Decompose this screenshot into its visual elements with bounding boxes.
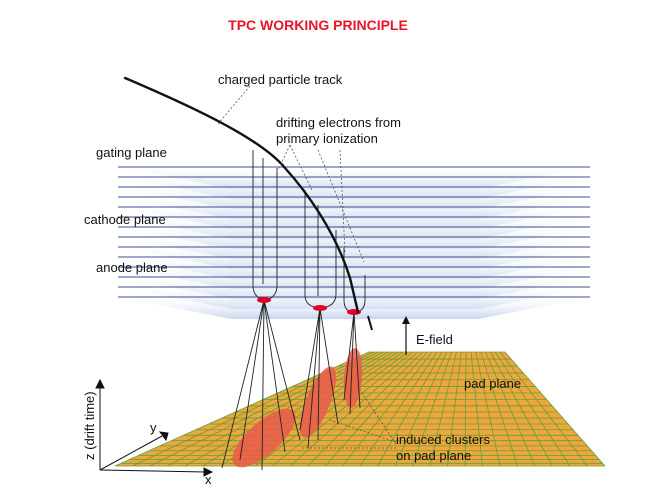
pad-column-line (289, 351, 418, 467)
pad-column-line (485, 351, 536, 467)
drift-leader (289, 144, 313, 191)
label-track: charged particle track (218, 72, 343, 87)
amp-dot (313, 305, 327, 311)
coordinate-axes (95, 378, 214, 477)
particle-track (123, 76, 360, 314)
track-continuation (367, 315, 373, 331)
signal-lines (343, 311, 361, 415)
pad-column-line (324, 351, 428, 467)
x-axis-line (99, 469, 207, 473)
label-cathode-plane: cathode plane (84, 212, 166, 227)
z-axis-arrowhead (95, 378, 105, 389)
label-y-axis: y (150, 420, 157, 435)
pad-column-line (490, 351, 553, 467)
label-pad-plane: pad plane (464, 376, 521, 391)
pad-column-line (429, 351, 457, 467)
signal-lines (221, 299, 301, 471)
efield-arrow (402, 316, 410, 355)
pad-column-line (464, 351, 467, 467)
cluster-leader (329, 419, 397, 443)
label-anode-plane: anode plane (96, 260, 168, 275)
label-drift-2: primary ionization (276, 131, 378, 146)
drift-leader (339, 149, 346, 253)
cluster-leader (359, 389, 397, 445)
cluster-blob (232, 408, 296, 468)
pad-column-line (494, 351, 571, 467)
drift-leader (317, 149, 365, 263)
pad-plane-area (115, 352, 605, 466)
label-induced-2: on pad plane (396, 448, 471, 463)
label-efield: E-field (416, 332, 453, 347)
leader-lines (217, 85, 397, 449)
drift-leader (277, 144, 291, 171)
pad-column-line (412, 351, 452, 467)
pad-column-line (394, 351, 448, 467)
pad-column-line (272, 351, 413, 467)
label-x-axis: x (205, 472, 212, 486)
pad-column-line (149, 351, 379, 467)
y-axis-line (99, 435, 163, 471)
label-drift-1: drifting electrons from (276, 115, 401, 130)
diagram-title: TPC WORKING PRINCIPLE (228, 17, 408, 33)
cluster-blob (299, 366, 337, 438)
induced-clusters (232, 348, 363, 468)
amp-dot (257, 297, 271, 303)
label-z-axis: z (drift time) (82, 391, 97, 460)
pad-column-line (470, 351, 483, 467)
label-induced-1: induced clusters (396, 432, 490, 447)
pad-column-line (254, 351, 409, 467)
track-leader (217, 85, 251, 125)
pad-column-line (359, 351, 438, 467)
pad-column-line (342, 351, 433, 467)
chamber-planes (118, 166, 590, 319)
pad-column-line (447, 351, 462, 467)
plane-slab (118, 297, 590, 319)
pad-column-line (377, 351, 443, 467)
pad-column-line (475, 351, 501, 467)
pad-column-line (504, 351, 606, 467)
pad-column-line (480, 351, 518, 467)
y-axis-arrowhead (158, 431, 169, 442)
pad-column-line (307, 351, 423, 467)
label-gating-plane: gating plane (96, 145, 167, 160)
signal-lines (299, 307, 339, 449)
pad-column-line (499, 351, 588, 467)
x-axis-arrowhead (203, 467, 214, 477)
